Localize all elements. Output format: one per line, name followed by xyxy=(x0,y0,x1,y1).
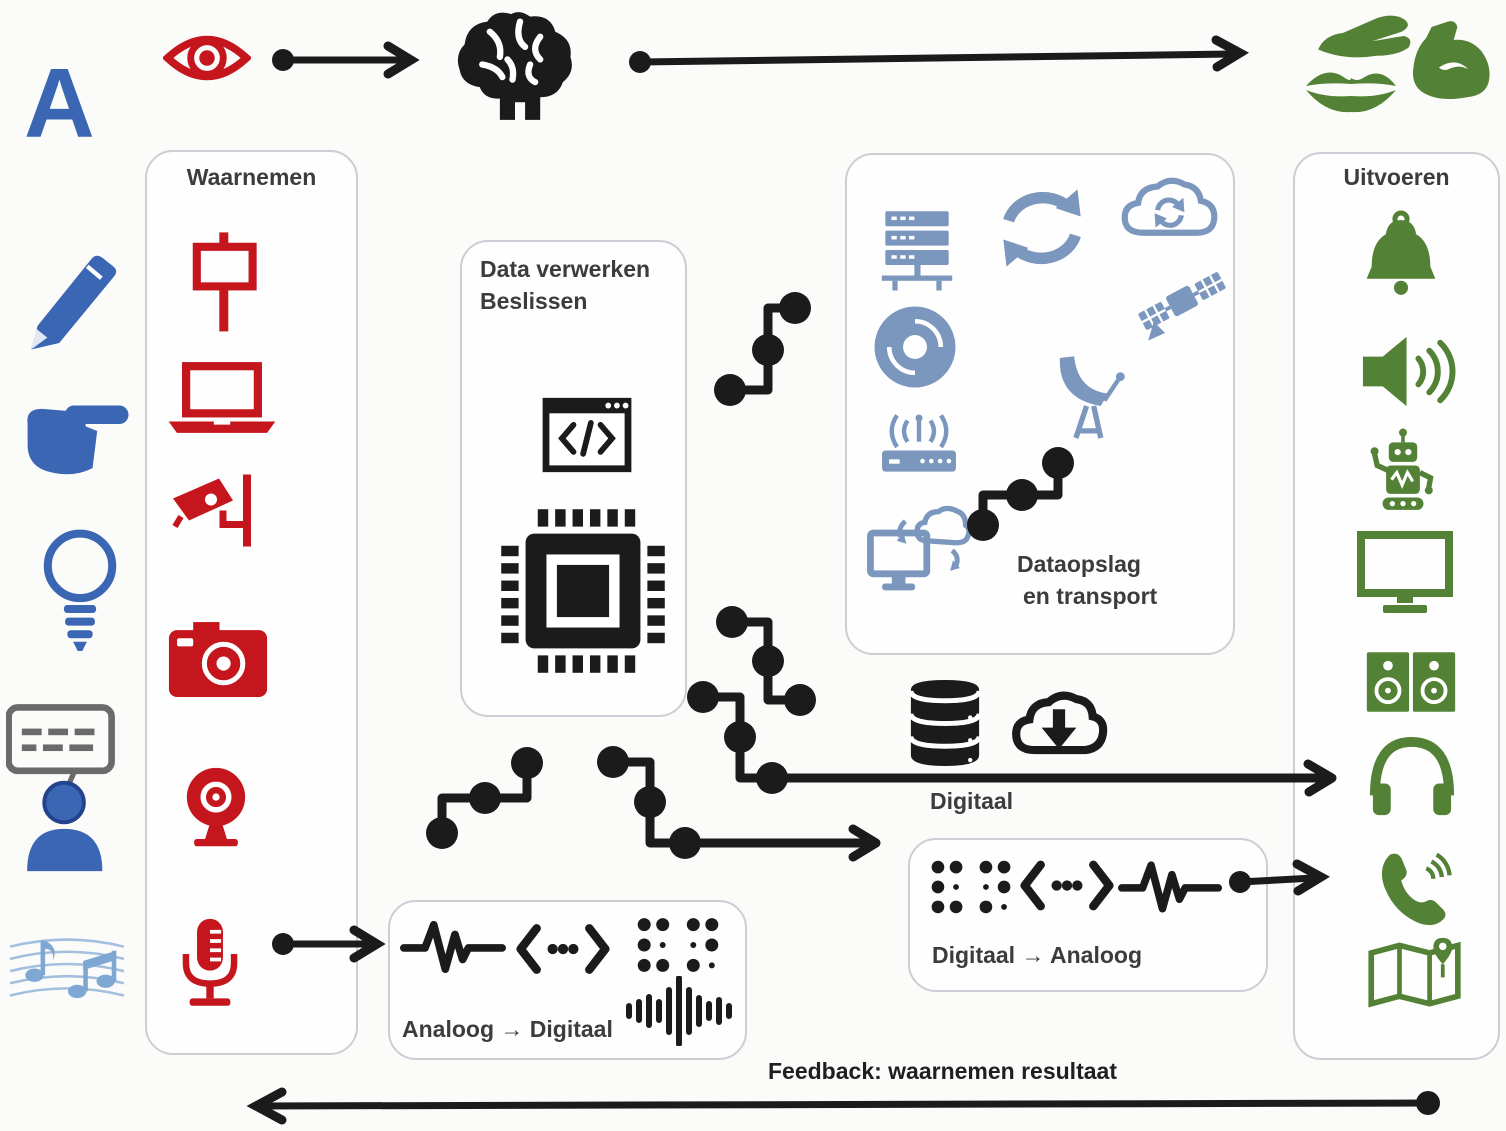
arrow-brain-to-output xyxy=(629,35,1250,73)
code-dots-icon xyxy=(516,920,610,978)
equalizer-icon xyxy=(624,976,734,1046)
robot-icon xyxy=(1363,423,1443,523)
laptop-icon xyxy=(159,358,285,440)
letter-a-glyph: A xyxy=(24,48,95,158)
braille-icon xyxy=(634,916,722,974)
code-window-icon xyxy=(538,394,636,476)
digital-to-analog-panel: Digitaal → Analoog xyxy=(908,838,1268,992)
circuit-trace-to-dac xyxy=(597,746,881,862)
data-verwerken-panel: Data verwerken Beslissen xyxy=(460,240,687,717)
stereo-icon xyxy=(1363,648,1459,716)
circuit-trace-left xyxy=(426,747,543,849)
server-icon xyxy=(873,201,961,299)
pointing-hand-icon xyxy=(16,384,132,478)
waarnemen-label: Waarnemen xyxy=(186,164,317,190)
feedback-arrow xyxy=(246,1087,1440,1125)
headphones-icon xyxy=(1365,731,1459,827)
disk-icon xyxy=(869,301,961,393)
uitvoeren-panel: Uitvoeren xyxy=(1293,152,1500,1060)
waveform-icon xyxy=(400,914,506,978)
pencil-icon xyxy=(14,248,126,356)
analog-to-digital-panel: Analoog → Digitaal xyxy=(388,900,747,1060)
phone-icon xyxy=(1371,843,1453,931)
muscle-icon xyxy=(1404,12,1496,112)
dac-label: Digitaal → Analoog xyxy=(932,942,1142,968)
lips-icon xyxy=(1301,62,1401,114)
sign-icon xyxy=(177,222,267,340)
dataopslag-label-line1: Dataopslag xyxy=(1017,551,1141,577)
verwerken-label-line1: Data verwerken xyxy=(480,256,651,282)
uitvoeren-label: Uitvoeren xyxy=(1343,164,1450,190)
dataopslag-label-line2: en transport xyxy=(1023,583,1158,609)
cpu-icon xyxy=(496,500,670,682)
arrow-eye-to-brain xyxy=(272,41,420,79)
webcam-icon xyxy=(175,760,257,856)
circuit-trace-cpu-to-storage xyxy=(714,292,811,406)
person-speech-icon xyxy=(6,698,138,878)
braille-icon xyxy=(928,858,1014,916)
cloud-sync-icon xyxy=(1115,169,1225,241)
waveform-icon xyxy=(1118,854,1222,918)
lightbulb-icon xyxy=(34,526,126,654)
monitor-icon xyxy=(1355,529,1455,619)
speaker-icon xyxy=(1357,328,1461,414)
microphone-icon xyxy=(173,912,247,1020)
cctv-icon xyxy=(167,466,267,552)
map-icon xyxy=(1365,936,1465,1016)
cloud-computing-icon xyxy=(865,500,975,602)
adc-label: Analoog → Digitaal xyxy=(402,1016,613,1042)
feedback-label: Feedback: waarnemen resultaat xyxy=(768,1058,1117,1084)
circuit-trace-cpu-down xyxy=(716,606,816,716)
eye-icon xyxy=(163,28,251,88)
sync-icon xyxy=(989,181,1095,275)
waarnemen-panel: Waarnemen xyxy=(145,150,358,1055)
brain-icon xyxy=(452,2,578,132)
satellite-icon xyxy=(1135,251,1229,351)
code-dots-icon xyxy=(1020,856,1114,915)
router-icon xyxy=(875,406,963,488)
cloud-download-icon xyxy=(1008,680,1110,762)
bell-icon xyxy=(1355,210,1447,306)
verwerken-label-line2: Beslissen xyxy=(480,288,588,314)
camera-icon xyxy=(164,616,272,702)
dataopslag-panel: Dataopslag en transport xyxy=(845,153,1235,655)
database-icon xyxy=(903,676,987,770)
digitaal-label: Digitaal xyxy=(930,788,1014,814)
dish-icon xyxy=(1051,345,1131,451)
music-notes-icon xyxy=(6,920,128,1012)
